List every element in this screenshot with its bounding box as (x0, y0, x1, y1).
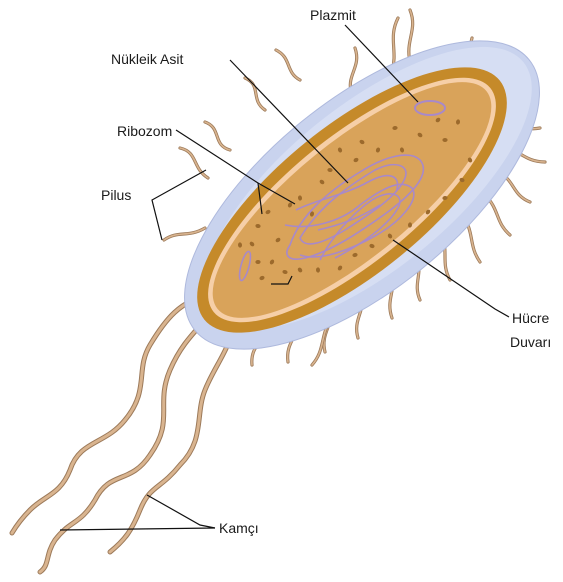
pilus-21 (180, 148, 208, 178)
pilus-23-core (276, 50, 300, 80)
label-cell-wall-1: Hücre (512, 310, 550, 326)
ribosome-1 (442, 138, 447, 142)
leader-flagellum (147, 495, 215, 528)
label-ribosome: Ribozom (117, 123, 172, 139)
label-plasmid: Plazmit (310, 7, 356, 23)
leader-pilus-bracket (152, 170, 206, 240)
label-nucleic-acid: Nükleik Asit (111, 51, 183, 67)
pilus-20-core (205, 122, 230, 150)
label-cell-wall-2: Duvarı (510, 334, 551, 350)
leader-flagellum-2 (60, 528, 215, 530)
label-pilus: Pilus (101, 187, 131, 203)
label-flagellum: Kamçı (219, 520, 259, 536)
flagellum-2 (12, 294, 212, 533)
flagellum-3 (110, 320, 235, 552)
